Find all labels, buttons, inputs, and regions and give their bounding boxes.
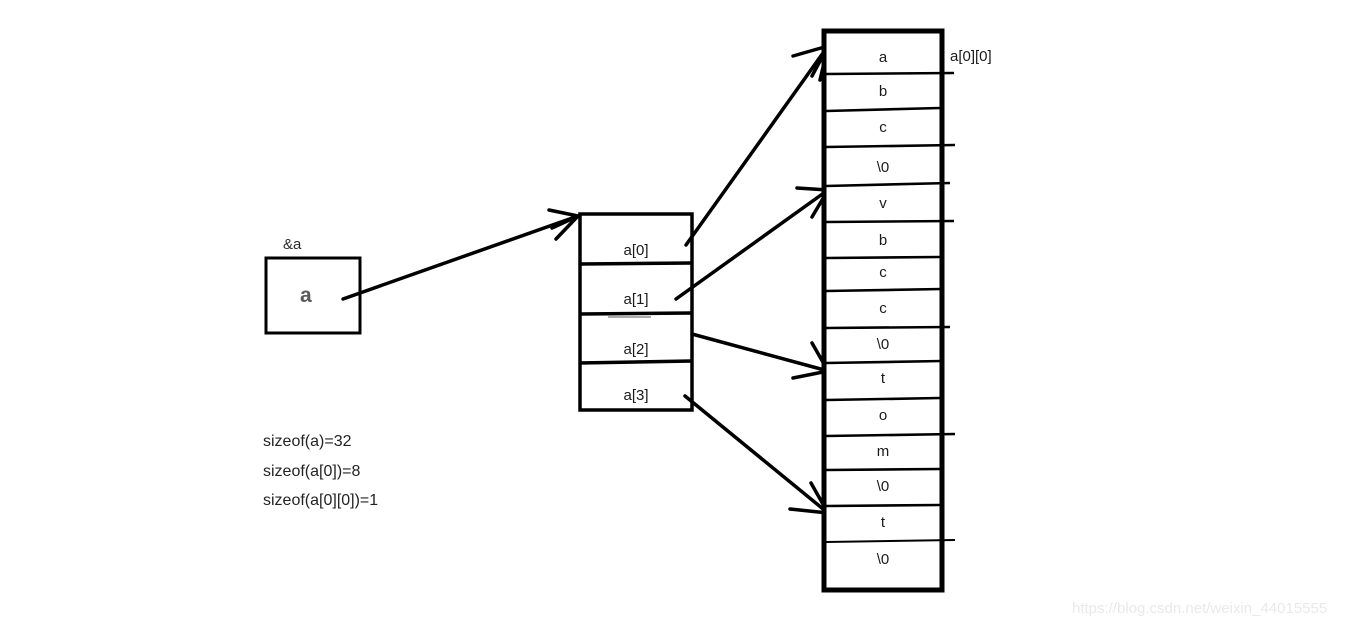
arrow-a2-to-row9 bbox=[690, 332, 830, 380]
watermark-url: https://blog.csdn.net/weixin_44015555 bbox=[1072, 600, 1328, 617]
char-cell-4: v bbox=[879, 195, 887, 212]
char-cell-2: c bbox=[879, 119, 887, 136]
char-cell-14: \0 bbox=[876, 551, 890, 568]
char-cell-0: a bbox=[878, 49, 888, 66]
sizeof-note-a00: sizeof(a[0][0])=1 bbox=[263, 492, 379, 509]
sizeof-note-a: sizeof(a)=32 bbox=[263, 433, 352, 450]
array-cell-label-3: a[3] bbox=[623, 387, 649, 404]
left-box-inner-label: a bbox=[300, 284, 313, 307]
char-cell-7: c bbox=[879, 300, 887, 317]
arrow-a-to-array bbox=[341, 208, 580, 301]
char-cell-5: b bbox=[878, 232, 888, 249]
char-cell-8: \0 bbox=[876, 336, 890, 353]
left-box-pointer-label: &a bbox=[283, 236, 302, 253]
char-cell-13: t bbox=[880, 514, 886, 531]
array-cell-label-2: a[2] bbox=[623, 341, 649, 358]
array-cell-label-0: a[0] bbox=[623, 242, 649, 259]
array-cell-label-1: a[1] bbox=[623, 291, 649, 308]
char-cell-6: c bbox=[879, 264, 887, 281]
char-cell-10: o bbox=[878, 407, 888, 424]
char-cell-3: \0 bbox=[876, 159, 890, 176]
char-cell-1: b bbox=[878, 83, 888, 100]
char-cell-11: m bbox=[876, 443, 890, 460]
first-element-annotation: a[0][0] bbox=[950, 48, 992, 65]
right-char-column bbox=[821, 28, 956, 593]
left-variable-box bbox=[264, 256, 362, 335]
char-cell-9: t bbox=[880, 370, 886, 387]
middle-array-box bbox=[578, 212, 694, 412]
arrow-a0-to-row0 bbox=[684, 44, 830, 247]
arrow-a1-to-row4 bbox=[674, 186, 830, 301]
arrow-a3-to-row13 bbox=[683, 394, 830, 515]
char-cell-12: \0 bbox=[876, 478, 890, 495]
sizeof-note-a0: sizeof(a[0])=8 bbox=[263, 463, 361, 480]
